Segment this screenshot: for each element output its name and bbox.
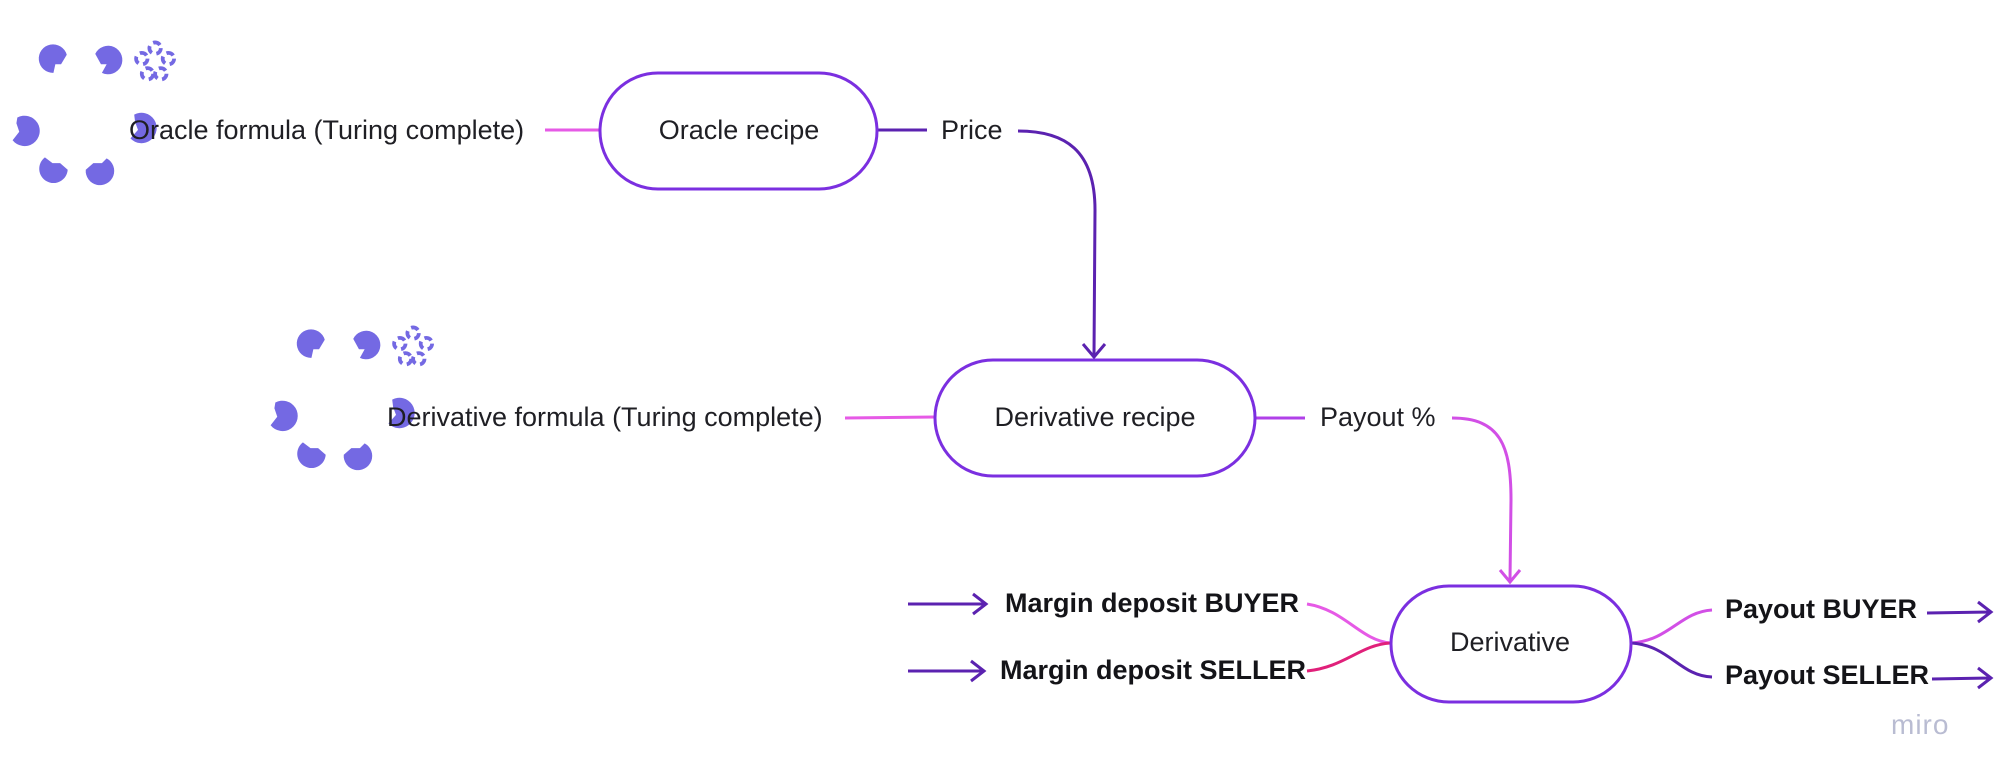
margin-deposit-seller-label: Margin deposit SELLER bbox=[1000, 655, 1306, 685]
payout-seller-label: Payout SELLER bbox=[1725, 660, 1929, 690]
margin-deposit-buyer-label: Margin deposit BUYER bbox=[1005, 588, 1299, 618]
arrowhead-price bbox=[1081, 343, 1107, 360]
payout-pct-label: Payout % bbox=[1320, 402, 1436, 432]
arrowhead-payout bbox=[1498, 569, 1522, 585]
connector-derivative-payout-buyer bbox=[1631, 608, 1713, 645]
connector-payout-derivative bbox=[1451, 416, 1513, 581]
derivative-formula-ai-icon bbox=[268, 325, 435, 473]
connector-derivative-payout-seller bbox=[1631, 641, 1713, 679]
arrow-in-margin-buyer bbox=[908, 592, 989, 616]
oracle-recipe-node[interactable] bbox=[598, 71, 879, 191]
connector-margin-buyer-derivative bbox=[1306, 602, 1391, 645]
arrow-in-margin-seller bbox=[908, 659, 987, 683]
arrow-out-payout-seller bbox=[1931, 666, 1994, 690]
derivative-recipe-label: Derivative recipe bbox=[994, 402, 1195, 432]
connector-derivative-formula-recipe bbox=[844, 415, 936, 420]
connector-price-derivative-recipe bbox=[1017, 129, 1097, 356]
derivative-label: Derivative bbox=[1450, 627, 1570, 657]
derivative-recipe-node[interactable] bbox=[933, 358, 1257, 478]
arrow-out-payout-buyer bbox=[1926, 600, 1994, 624]
payout-buyer-label: Payout BUYER bbox=[1725, 594, 1917, 624]
price-label: Price bbox=[941, 115, 1003, 145]
derivative-formula-label: Derivative formula (Turing complete) bbox=[387, 402, 823, 432]
derivative-node[interactable] bbox=[1389, 584, 1633, 704]
oracle-formula-label: Oracle formula (Turing complete) bbox=[129, 115, 524, 145]
oracle-formula-ai-icon bbox=[10, 40, 177, 188]
connector-margin-seller-derivative bbox=[1306, 641, 1391, 673]
miro-watermark: miro bbox=[1891, 709, 1949, 740]
oracle-recipe-label: Oracle recipe bbox=[659, 115, 820, 145]
